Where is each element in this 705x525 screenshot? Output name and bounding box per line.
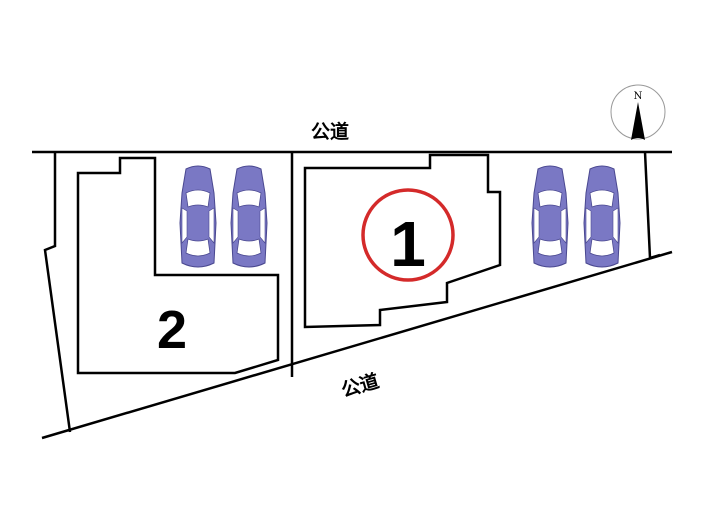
right-boundary xyxy=(643,151,661,260)
bottom-road-label: 公道 xyxy=(339,369,382,402)
car-icon xyxy=(583,165,621,268)
left-boundary xyxy=(43,152,72,433)
lot-1-building[interactable] xyxy=(303,153,502,329)
lot-2-number: 2 xyxy=(157,300,187,360)
car-icon xyxy=(179,165,217,268)
north-arrow-icon: N xyxy=(610,84,666,140)
car-icon xyxy=(230,165,268,268)
compass-label: N xyxy=(634,91,643,102)
property-lines xyxy=(32,150,673,440)
car-icon xyxy=(531,165,569,268)
bottom-road-edge xyxy=(41,250,673,440)
lot-1-highlight-circle xyxy=(361,188,455,282)
lot-1-number: 1 xyxy=(390,208,426,280)
top-road-label: 公道 xyxy=(311,120,349,143)
lot-2-building[interactable] xyxy=(76,156,280,375)
